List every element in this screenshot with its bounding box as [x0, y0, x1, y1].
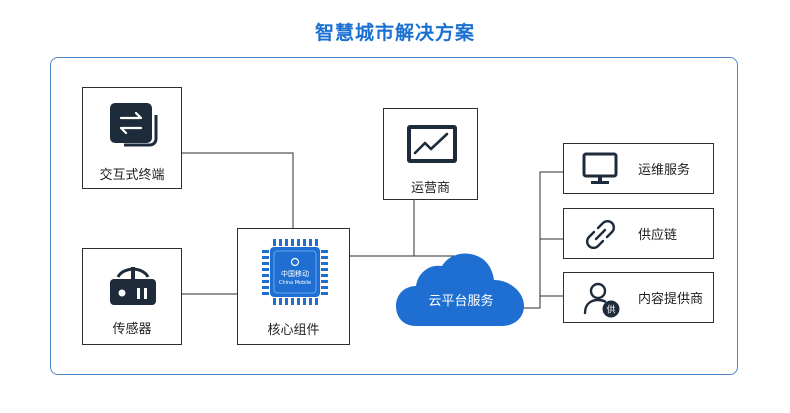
china-mobile-logo-icon — [290, 257, 300, 267]
line-chart-icon — [407, 125, 457, 163]
node-terminal-label: 交互式终端 — [99, 168, 165, 183]
diagram-title: 智慧城市解决方案 — [314, 22, 475, 44]
node-operator-label: 运营商 — [410, 181, 450, 196]
provider-user-icon: 供 — [583, 282, 620, 318]
line-cloud-ops — [524, 171, 563, 309]
node-operator: 运营商 — [383, 108, 478, 200]
node-sensor-label: 传感器 — [112, 322, 152, 337]
node-core-label: 核心组件 — [267, 323, 320, 338]
chip-brand-en: China Mobile — [279, 280, 311, 286]
chip-brand-cn: 中国移动 — [281, 269, 309, 278]
chip-icon: 中国移动 China Mobile — [262, 239, 328, 305]
swap-icon — [110, 103, 158, 147]
node-supply-label: 供应链 — [638, 228, 678, 243]
node-terminal: 交互式终端 — [82, 87, 182, 189]
provider-badge: 供 — [606, 304, 615, 316]
line-terminal-core — [182, 152, 294, 228]
node-content: 供 内容提供商 — [563, 272, 714, 323]
node-supply: 供应链 — [563, 208, 714, 259]
node-content-label: 内容提供商 — [638, 292, 704, 307]
node-ops-label: 运维服务 — [638, 163, 691, 178]
node-core: 中国移动 China Mobile 核心组件 — [237, 228, 350, 345]
diagram-frame — [50, 57, 738, 375]
node-sensor: 传感器 — [82, 248, 182, 345]
sensor-icon — [110, 267, 156, 305]
link-icon — [586, 220, 615, 249]
node-ops: 运维服务 — [563, 143, 714, 194]
node-cloud-label: 云平台服务 — [428, 294, 494, 309]
cloud-platform-shape — [396, 253, 524, 326]
monitor-icon — [582, 152, 618, 184]
